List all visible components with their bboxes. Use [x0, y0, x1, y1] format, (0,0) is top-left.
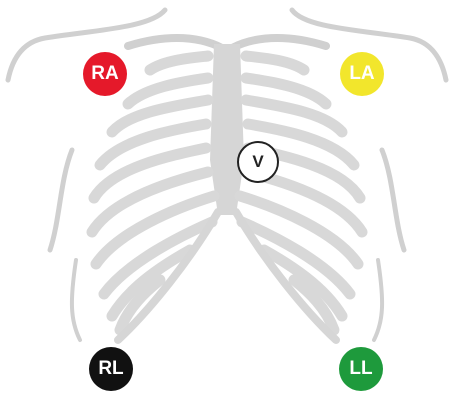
electrode-ra-label: RA	[91, 63, 118, 85]
left-collarbone	[128, 38, 222, 48]
left-torso-outline	[50, 150, 72, 250]
right-rib-1	[246, 56, 304, 70]
left-torso-lower	[72, 260, 80, 340]
electrode-ll-label: LL	[349, 358, 372, 380]
electrode-la-label: LA	[349, 63, 374, 85]
right-torso-lower	[374, 260, 382, 340]
right-torso-outline	[382, 150, 404, 250]
sternum	[210, 44, 244, 215]
electrode-ll: LL	[339, 347, 383, 391]
electrode-rl: RL	[89, 347, 133, 391]
right-collarbone	[232, 38, 326, 48]
electrode-v: V	[237, 141, 279, 183]
left-rib-1	[150, 56, 208, 70]
electrode-v-label: V	[252, 152, 263, 172]
electrode-ra: RA	[83, 52, 127, 96]
electrode-rl-label: RL	[98, 358, 123, 380]
electrode-la: LA	[340, 52, 384, 96]
